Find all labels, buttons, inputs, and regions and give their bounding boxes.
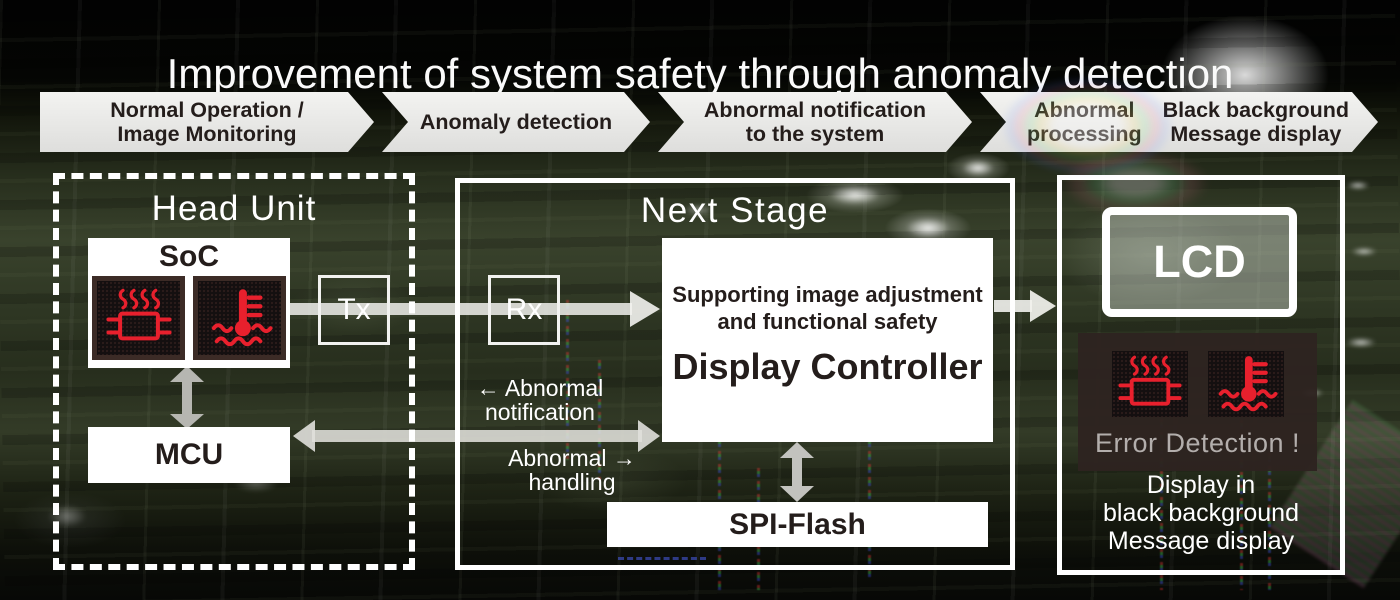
flow-step-abnormal-processing: Abnormal processing Black background Mes… <box>980 92 1378 152</box>
flow-step-abnormal-notification: Abnormal notification to the system <box>658 92 972 152</box>
display-controller-name: Display Controller <box>672 345 983 387</box>
next-stage-frame <box>455 178 1015 570</box>
overheat-warning-icon <box>92 276 185 360</box>
bokeh-spot <box>678 202 718 218</box>
rgb-streak <box>1240 420 1243 590</box>
flow-step-label: Abnormal processing <box>1026 97 1142 146</box>
head-unit-title: Head Unit <box>151 189 317 228</box>
head-unit-section: Head Unit SoC MCU Tx <box>53 173 415 570</box>
mcu-box: MCU <box>88 427 290 483</box>
chromatic-blob <box>1060 150 1210 216</box>
flow-step-normal-operation: Normal Operation / Image Monitoring <box>40 92 374 152</box>
error-detection-label: Error Detection ! <box>1094 428 1301 458</box>
bokeh-spot <box>1346 246 1382 257</box>
soc-label: SoC <box>159 240 219 273</box>
flow-step-label: Black background Message display <box>1162 97 1350 146</box>
abnormal-notification-note: ← Abnormal notification <box>476 375 604 426</box>
overheat-warning-icon <box>1111 351 1188 417</box>
lcd-section-frame <box>1057 175 1345 575</box>
rgb-streak <box>566 300 569 460</box>
tx-box: Tx <box>318 275 390 345</box>
soc-box: SoC <box>88 238 290 368</box>
bokeh-spot <box>1340 336 1382 349</box>
bokeh-spot <box>898 214 958 242</box>
flow-step-label: Abnormal notification to the system <box>703 97 927 146</box>
error-detection-panel: Error Detection ! <box>1078 333 1317 471</box>
abnormal-handling-note: Abnormal → handling <box>508 445 636 496</box>
flow-step-label: Anomaly detection <box>419 109 613 134</box>
rgb-streak <box>1268 440 1271 590</box>
soc-warning-icons <box>88 276 290 360</box>
bokeh-spot <box>1342 180 1374 191</box>
lcd-section: LCD Error Detection ! Display in black b… <box>1057 175 1345 575</box>
coolant-temperature-warning-icon <box>1207 351 1284 417</box>
lcd-display-note: Display in black background Message disp… <box>1103 471 1299 555</box>
lcd-box: LCD <box>1102 207 1297 317</box>
rx-box: Rx <box>488 275 560 345</box>
head-unit-dashed-frame <box>53 173 415 570</box>
flow-step-label: Normal Operation / Image Monitoring <box>110 97 304 146</box>
display-controller-subtitle: Supporting image adjustment and function… <box>672 282 983 334</box>
error-warning-icons <box>1078 351 1317 417</box>
spi-flash-box: SPI-Flash <box>607 502 988 547</box>
rgb-streak <box>598 360 601 480</box>
bokeh-spot <box>956 157 1000 179</box>
chromatic-blob <box>1000 76 1175 176</box>
display-controller-box: Supporting image adjustment and function… <box>662 238 993 442</box>
next-stage-title: Next Stage <box>640 191 830 230</box>
page-title: Improvement of system safety through ano… <box>166 50 1234 98</box>
bokeh-spot <box>820 182 890 208</box>
bokeh-spot <box>40 500 94 532</box>
blue-dashed-artifact <box>618 557 706 560</box>
coolant-temperature-warning-icon <box>193 276 286 360</box>
rgb-streak <box>1160 380 1163 590</box>
flow-step-anomaly-detection: Anomaly detection <box>382 92 650 152</box>
next-stage-section: Next Stage Rx Supporting image adjustmen… <box>455 178 1015 570</box>
